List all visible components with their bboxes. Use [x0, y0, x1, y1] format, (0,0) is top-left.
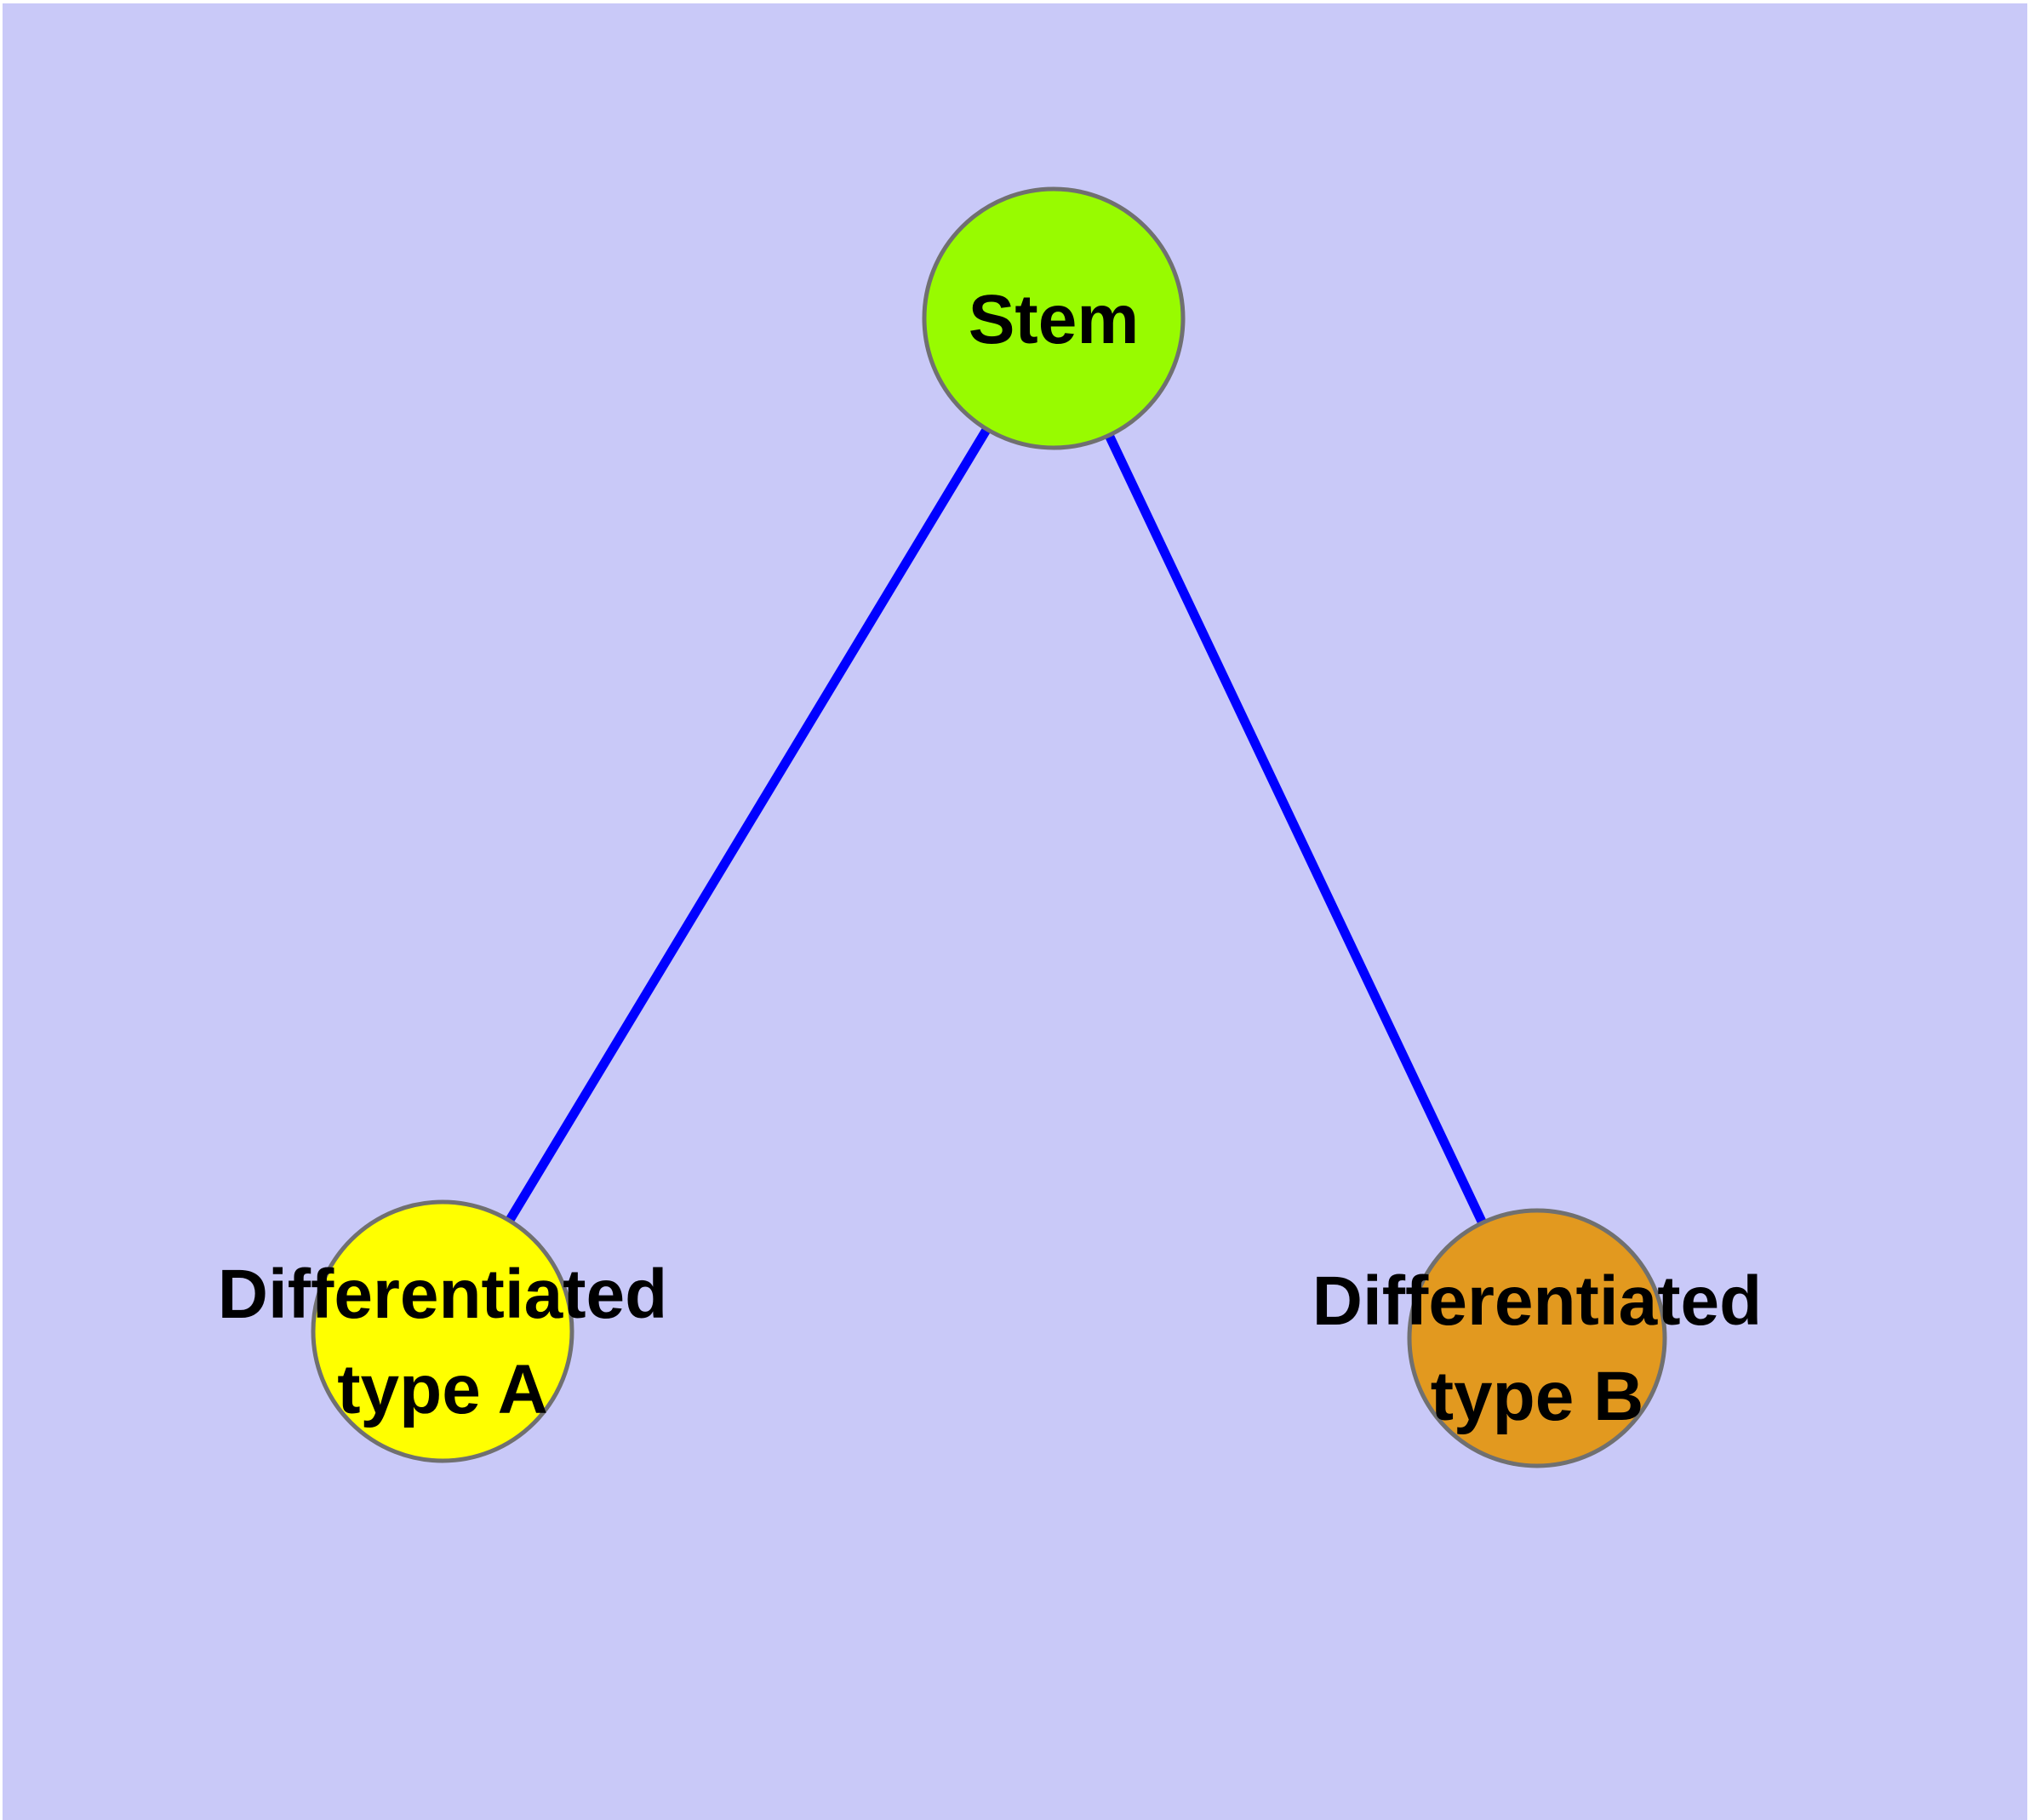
node-type-b-label-line1: Differentiated — [1312, 1262, 1763, 1340]
node-stem-label: Stem — [969, 281, 1140, 358]
node-differentiated-type-b — [1407, 1208, 1667, 1468]
edge-stem-to-type-b — [1049, 316, 1541, 1341]
node-type-a-label-line1: Differentiated — [218, 1256, 668, 1333]
node-differentiated-type-a — [311, 1199, 574, 1463]
node-type-b-label-line2: type B — [1431, 1358, 1644, 1435]
node-type-a-label-line2: type A — [337, 1351, 548, 1428]
node-stem — [922, 186, 1186, 450]
edge-stem-to-type-a — [438, 316, 1058, 1334]
